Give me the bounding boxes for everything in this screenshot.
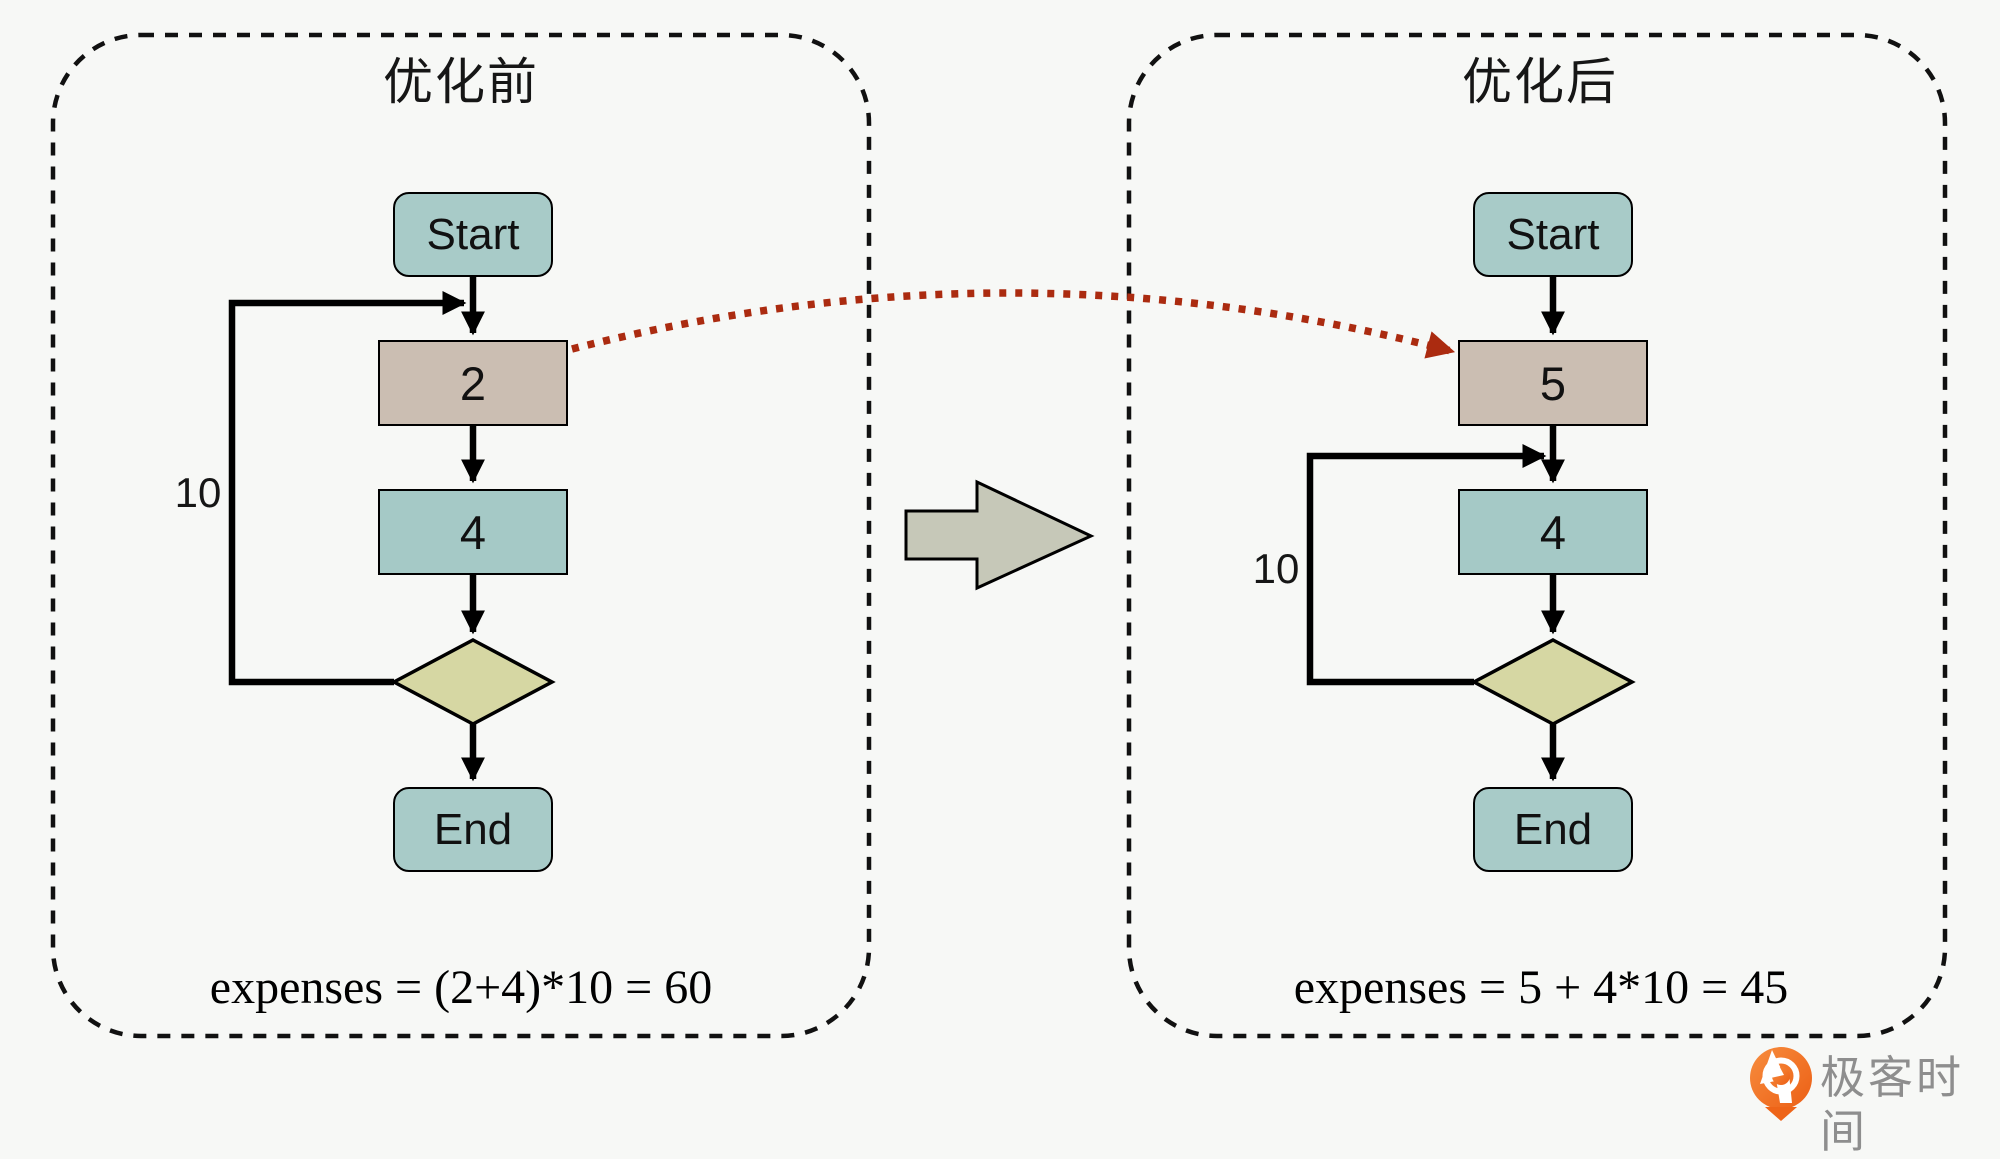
end-node-before: End <box>393 787 553 872</box>
flow-arrows-before <box>228 277 485 782</box>
panel-before-title: 优化前 <box>383 54 539 110</box>
geektime-logo-icon <box>1750 1047 1812 1121</box>
invariant-node-before: 2 <box>378 340 568 426</box>
end-node-after: End <box>1473 787 1633 872</box>
loop-count-label-before: 10 <box>174 469 222 516</box>
invariant-node-after: 5 <box>1458 340 1648 426</box>
start-node-before: Start <box>393 192 553 277</box>
body-node-before: 4 <box>378 489 568 575</box>
expenses-formula-before: expenses = (2+4)*10 = 60 <box>209 961 713 1014</box>
code-motion-dotted-arrow-icon <box>571 289 1456 359</box>
loop-back-arrow-after <box>1306 444 1547 686</box>
decision-diamond-before <box>390 638 556 726</box>
decision-diamond-after <box>1470 638 1636 726</box>
panel-after-title: 优化后 <box>1462 54 1618 110</box>
start-node-after: Start <box>1473 192 1633 277</box>
panel-before-frame <box>50 32 872 1039</box>
loop-back-arrow-before <box>228 291 467 686</box>
loop-count-label-after: 10 <box>1252 545 1300 592</box>
panel-after-frame <box>1126 32 1948 1039</box>
body-node-after: 4 <box>1458 489 1648 575</box>
transform-block-arrow-icon <box>904 479 1095 591</box>
flow-arrows-after <box>1306 277 1565 782</box>
geektime-logo-text: 极客时间 <box>1820 1052 1965 1157</box>
diagram-connectors <box>50 32 1948 1121</box>
expenses-formula-after: expenses = 5 + 4*10 = 45 <box>1293 961 1789 1014</box>
loop-optimization-diagram: 优化前 Start 2 4 End 10 expenses = (2+4)*10… <box>50 32 1965 1157</box>
